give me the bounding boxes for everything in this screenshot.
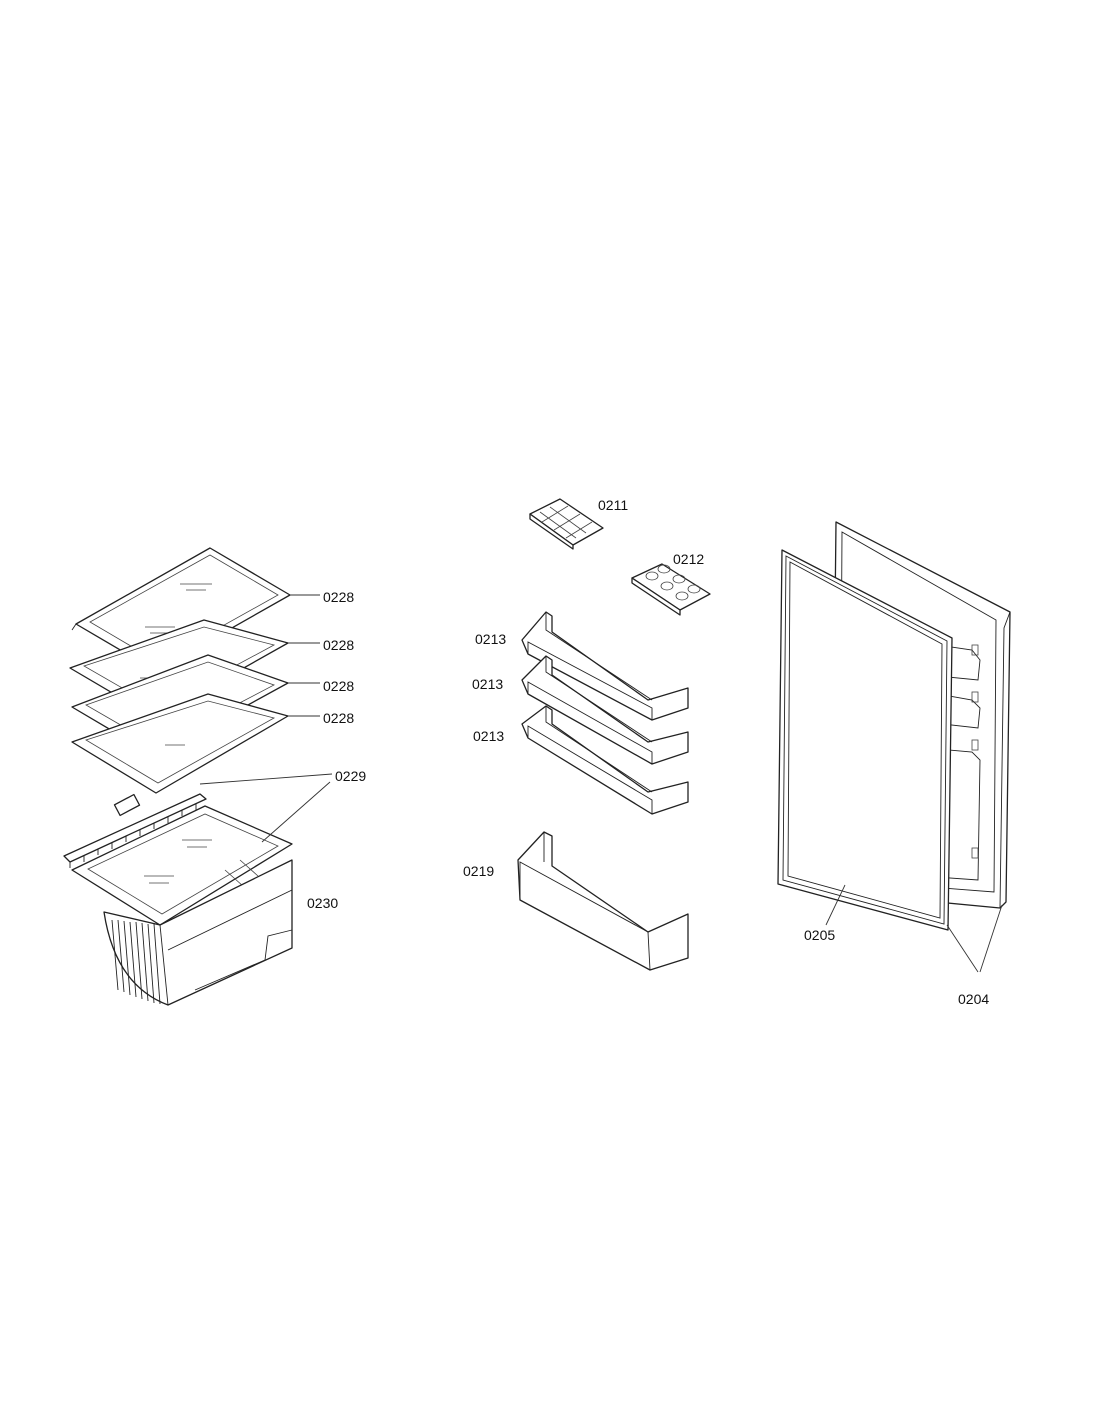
label-shelf-3: 0228 [323,678,354,694]
label-door-gasket: 0205 [804,927,835,943]
label-shelf-4: 0228 [323,710,354,726]
crisper-drawer [103,859,293,1006]
label-door-assembly: 0204 [958,991,989,1007]
label-crisper-cover: 0229 [335,768,366,784]
label-shelf-2: 0228 [323,637,354,653]
label-door-shelf-2: 0213 [472,676,503,692]
ice-tray [529,498,604,550]
label-shelf-1: 0228 [323,589,354,605]
leader-lines [199,594,1003,973]
label-egg-tray: 0212 [673,551,704,567]
label-door-shelf-1: 0213 [475,631,506,647]
crisper-cover [63,793,293,926]
egg-tray [631,563,711,616]
door-shelf-1 [521,611,689,721]
door-shelf-2 [521,655,689,765]
label-door-shelf-3: 0213 [473,728,504,744]
door-gasket [777,549,953,931]
label-ice-tray: 0211 [598,497,628,513]
label-crisper-drawer: 0230 [307,895,338,911]
bottle-shelf [517,831,689,971]
part-labels: 0228 0228 0228 0228 0229 0230 0211 0212 … [307,497,989,1007]
door-shelf-3 [521,705,689,815]
label-bottle-shelf: 0219 [463,863,494,879]
